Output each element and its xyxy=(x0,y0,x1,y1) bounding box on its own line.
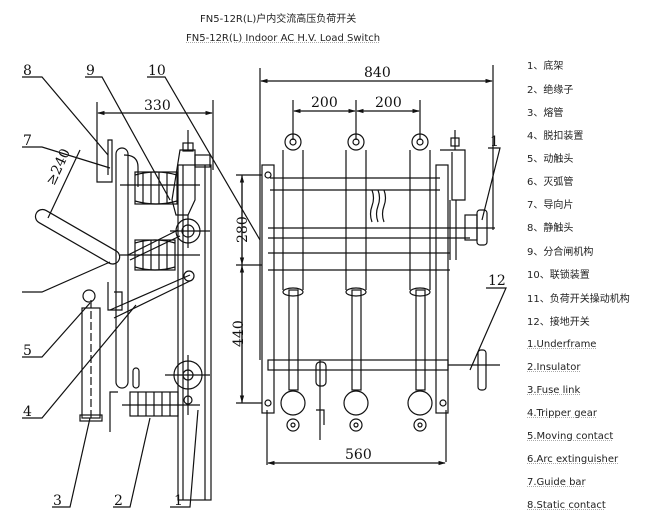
mounting-hole xyxy=(264,399,272,407)
side-view: 330 xyxy=(22,63,261,509)
callout-leaders xyxy=(22,76,261,508)
front-frame-right xyxy=(435,164,449,414)
dim-280-label: 280 xyxy=(235,216,251,243)
mechanism-handle xyxy=(476,209,488,246)
bracket xyxy=(194,154,211,168)
contact-arm xyxy=(123,154,139,187)
bottom-insulator xyxy=(129,391,179,417)
terminal-post xyxy=(132,367,140,389)
callout-7: 7 xyxy=(23,133,32,149)
legend-en-item: 5.Moving contact xyxy=(527,431,614,442)
legend-en-item: 1.Underframe xyxy=(527,339,597,350)
fuse-base xyxy=(79,414,103,422)
moving-blade xyxy=(115,147,129,389)
legend-cn-item: 7、导向片 xyxy=(527,200,574,211)
fuse-pivot xyxy=(82,289,96,303)
ground-linkage xyxy=(316,360,325,440)
legend-cn-item: 12、接地开关 xyxy=(527,317,590,328)
spring xyxy=(369,189,387,223)
legend-cn-item: 4、脱扣装置 xyxy=(527,131,584,142)
mounting-hole xyxy=(264,171,272,179)
dim-200-left-label: 200 xyxy=(311,95,338,111)
dim-330-label: 330 xyxy=(144,98,171,114)
legend-cn-item: 3、熔管 xyxy=(527,108,564,119)
callout-1: 1 xyxy=(174,493,183,509)
legend-cn-item: 11、负荷开关操动机构 xyxy=(527,294,630,305)
dim-440-label: 440 xyxy=(231,320,247,347)
pole-2 xyxy=(343,133,369,432)
callout-8: 8 xyxy=(23,63,32,79)
link-pivot xyxy=(183,270,195,282)
dim-200-right-label: 200 xyxy=(375,95,402,111)
title-chinese: FN5-12R(L)户内交流高压负荷开关 xyxy=(200,14,357,25)
legend-cn-item: 1、底架 xyxy=(527,61,564,72)
callout-3: 3 xyxy=(53,493,62,509)
legend-en-item: 6.Arc extinguisher xyxy=(527,454,619,465)
ground-switch-handle xyxy=(477,349,487,391)
callout-2: 2 xyxy=(114,493,123,509)
legend-en-item: 2.Insulator xyxy=(527,362,581,373)
legend-en-item: 7.Guide bar xyxy=(527,477,586,488)
callout-5: 5 xyxy=(23,343,32,359)
title-english: FN5-12R(L) Indoor AC H.V. Load Switch xyxy=(186,33,381,44)
nut xyxy=(450,137,460,147)
bottom-terminal xyxy=(109,391,118,432)
pole-1 xyxy=(280,133,306,432)
front-frame-left xyxy=(261,164,275,414)
ground-clamp xyxy=(315,361,327,387)
legend-cn-item: 8、静触头 xyxy=(527,223,574,234)
callout-leader xyxy=(469,287,507,371)
callout-1-front: 1 xyxy=(490,134,499,150)
operating-mechanism xyxy=(440,149,466,201)
callout-10: 10 xyxy=(148,63,166,79)
callout-9: 9 xyxy=(86,63,95,79)
mounting-hole xyxy=(439,399,447,407)
legend-cn-item: 5、动触头 xyxy=(527,154,574,165)
callout-12: 12 xyxy=(488,273,506,289)
callout-4: 4 xyxy=(23,404,32,420)
operating-handle xyxy=(34,208,121,265)
front-view: 840 200 200 280 440 xyxy=(231,65,507,466)
dim-560-label: 560 xyxy=(345,447,372,463)
ground-shaft xyxy=(267,359,449,371)
guide-bar xyxy=(96,139,113,183)
legend-en-item: 4.Tripper gear xyxy=(527,408,597,419)
legend-en-item: 8.Static contact xyxy=(527,500,606,511)
dim-840-label: 840 xyxy=(364,65,391,81)
legend-cn-item: 6、灭弧管 xyxy=(527,177,574,188)
pole-3 xyxy=(407,133,433,432)
legend-cn-item: 10、联锁装置 xyxy=(527,270,590,281)
dim-line-240 xyxy=(47,149,81,219)
legend-cn-item: 9、分合闸机构 xyxy=(527,247,594,258)
callout-leader xyxy=(481,147,501,221)
tripper-gear xyxy=(107,282,123,311)
legend-cn-item: 2、绝缘子 xyxy=(527,85,574,96)
tripper-link xyxy=(109,274,193,319)
legend-en-item: 3.Fuse link xyxy=(527,385,581,396)
upper-insulator xyxy=(134,171,178,205)
nut xyxy=(182,142,194,152)
